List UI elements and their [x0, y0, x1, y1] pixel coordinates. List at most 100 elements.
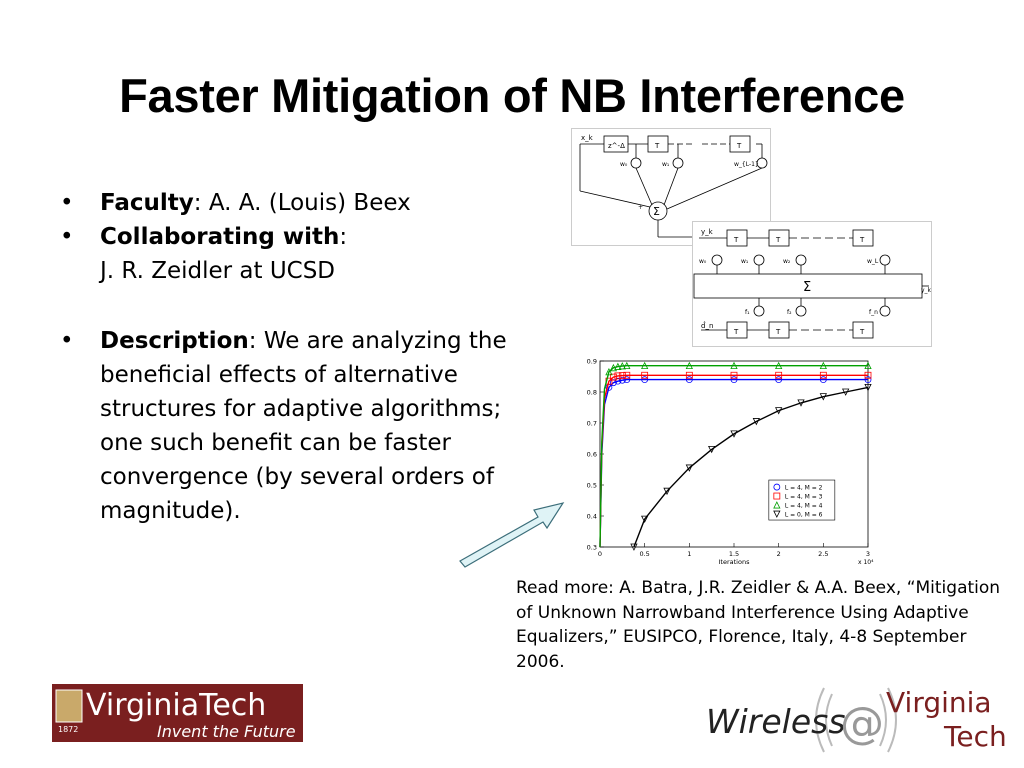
diagram1-sum: Σ: [653, 205, 660, 218]
data-point: [685, 464, 693, 472]
data-point: [618, 372, 626, 379]
faculty-text: : A. A. (Louis) Beex: [193, 190, 411, 216]
diagram2-t-block: T: [859, 328, 865, 336]
data-point: [775, 361, 783, 370]
data-point: [618, 376, 626, 384]
bullet-faculty: • Faculty: A. A. (Louis) Beex: [60, 186, 520, 220]
diagram1-delay-label: z^-Δ: [608, 142, 625, 150]
collaborating-colon: :: [339, 224, 348, 250]
data-point: [605, 367, 613, 376]
diagram2-weight: w₂: [783, 258, 791, 265]
x-tick-label: 0.5: [639, 550, 649, 558]
data-point: [623, 376, 631, 384]
diagram2-t-block: T: [775, 328, 781, 336]
data-point: [685, 371, 693, 379]
data-point: [614, 377, 622, 385]
collaborating-label: Collaborating with: [100, 224, 340, 250]
data-point: [614, 362, 622, 370]
vt-year: 1872: [58, 725, 78, 734]
legend-entry: L = 0, M = 6: [785, 512, 823, 519]
series-line: [599, 364, 868, 548]
x-tick-label: 3: [866, 550, 870, 558]
data-point: [730, 430, 738, 438]
legend-marker: [773, 501, 781, 509]
data-point: [641, 361, 649, 370]
diagram1-weight: w₀: [620, 161, 628, 168]
series-line: [599, 374, 868, 548]
bullet-list: • Faculty: A. A. (Louis) Beex • Collabor…: [60, 186, 520, 528]
diagram1-sign: +: [638, 204, 643, 211]
slide-title: Faster Mitigation of NB Interference: [119, 69, 905, 122]
diagram2-input-label: y_k: [701, 228, 714, 236]
faculty-label: Faculty: [100, 190, 194, 216]
data-point: [775, 407, 783, 415]
legend-marker: [773, 492, 781, 500]
data-point: [775, 376, 783, 384]
wireless-text: Wireless: [706, 702, 846, 741]
data-point: [730, 376, 738, 384]
data-point: [685, 376, 693, 384]
diagram2-feedback: f_n: [869, 309, 878, 316]
data-point: [641, 376, 649, 384]
tech-text: Tech: [943, 720, 1007, 753]
diagram2-output-label: y_k: [921, 287, 931, 294]
data-point: [663, 487, 671, 496]
diagram-tapped-delay-line: x_k z^-Δ T T w₀ w₁ w_{L-1} Σ +: [571, 128, 771, 246]
x-axis-multiplier: x 10⁴: [858, 559, 874, 566]
data-point: [864, 371, 872, 379]
wireless-at-virginia-tech-logo: Wireless @ Virginia Tech: [700, 682, 1010, 754]
bullet-dot: •: [60, 190, 74, 216]
x-tick-label: 0: [598, 550, 602, 558]
data-point: [864, 383, 872, 392]
diagram2-weight: w₁: [741, 258, 749, 265]
data-point: [864, 376, 872, 384]
data-point: [618, 362, 626, 370]
data-point: [623, 371, 631, 379]
y-tick-label: 0.4: [587, 513, 597, 521]
x-tick-label: 1.5: [729, 550, 739, 558]
virginia-text: Virginia: [886, 686, 992, 719]
y-tick-label: 0.8: [587, 389, 597, 397]
diagram2-t-block: T: [859, 236, 865, 244]
y-tick-label: 0.9: [587, 358, 597, 366]
diagram2-decision-label: d̂_n: [701, 322, 713, 330]
data-point: [819, 376, 827, 384]
data-point: [685, 361, 693, 370]
diagram2-t-block: T: [733, 236, 739, 244]
data-point: [864, 361, 872, 370]
data-point: [819, 361, 827, 370]
legend-marker: [773, 483, 781, 491]
data-point: [641, 515, 649, 523]
x-tick-label: 2.5: [818, 550, 828, 558]
legend-entry: L = 4, M = 3: [785, 494, 823, 501]
at-sign: @: [840, 698, 884, 749]
diagram2-t-block: T: [775, 236, 781, 244]
legend-entry: L = 4, M = 2: [785, 485, 823, 492]
data-point: [623, 361, 631, 370]
data-point: [819, 393, 827, 401]
data-point: [797, 399, 805, 407]
data-point: [610, 373, 617, 381]
x-tick-label: 2: [777, 550, 781, 558]
y-tick-label: 0.6: [587, 451, 597, 459]
legend-marker: [773, 510, 781, 518]
diagram1-weight: w₁: [662, 161, 670, 168]
series-line: [633, 386, 869, 548]
data-point: [614, 372, 622, 380]
diagram2-feedback: f₂: [787, 309, 792, 316]
diagram2-feedback: f₁: [745, 309, 750, 316]
collaborator-name: J. R. Zeidler at UCSD: [100, 258, 336, 284]
data-point: [752, 418, 760, 426]
diagram2-weight: w₀: [699, 258, 707, 265]
diagram1-t-block: T: [736, 142, 742, 150]
legend-entry: L = 4, M = 4: [785, 503, 823, 510]
description-label: Description: [100, 328, 249, 354]
diagram2-sum: Σ: [803, 280, 811, 295]
y-tick-label: 0.3: [587, 544, 597, 552]
vt-logo-tagline: Invent the Future: [157, 722, 296, 741]
y-tick-label: 0.7: [587, 420, 597, 428]
diagram2-t-block: T: [733, 328, 739, 336]
vt-logo-name: VirginiaTech: [86, 688, 266, 723]
data-point: [641, 371, 649, 379]
